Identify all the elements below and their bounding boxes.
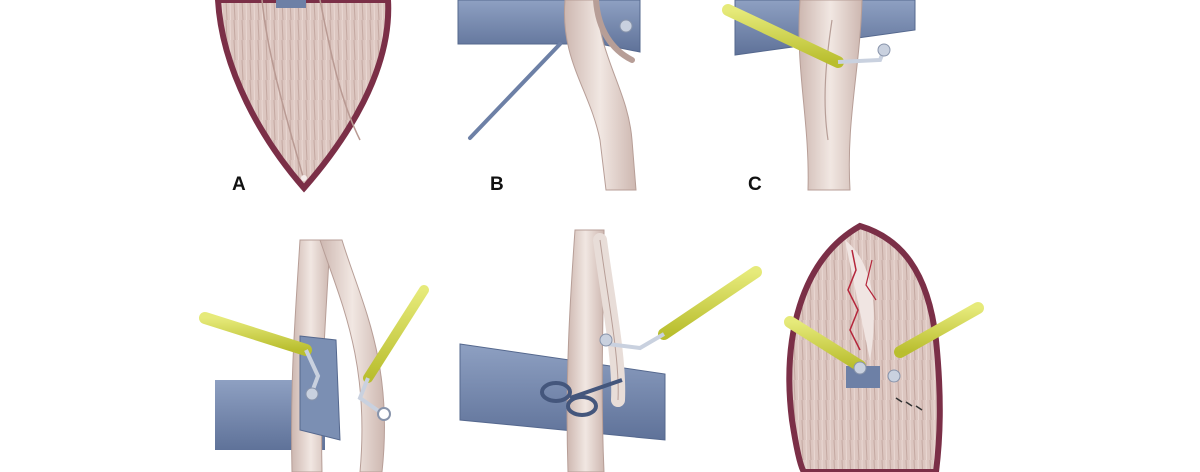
panel-label-a: A <box>232 174 246 195</box>
panel-label-b: B <box>490 174 504 195</box>
panel-c-drawing <box>722 0 916 191</box>
panel-label-c: C <box>748 174 762 195</box>
panel-a-drawing <box>214 0 392 193</box>
panel-d-drawing <box>199 239 429 472</box>
panel-e-drawing <box>459 229 762 472</box>
panel-b-drawing <box>457 0 641 191</box>
panel-f-drawing <box>784 222 984 472</box>
